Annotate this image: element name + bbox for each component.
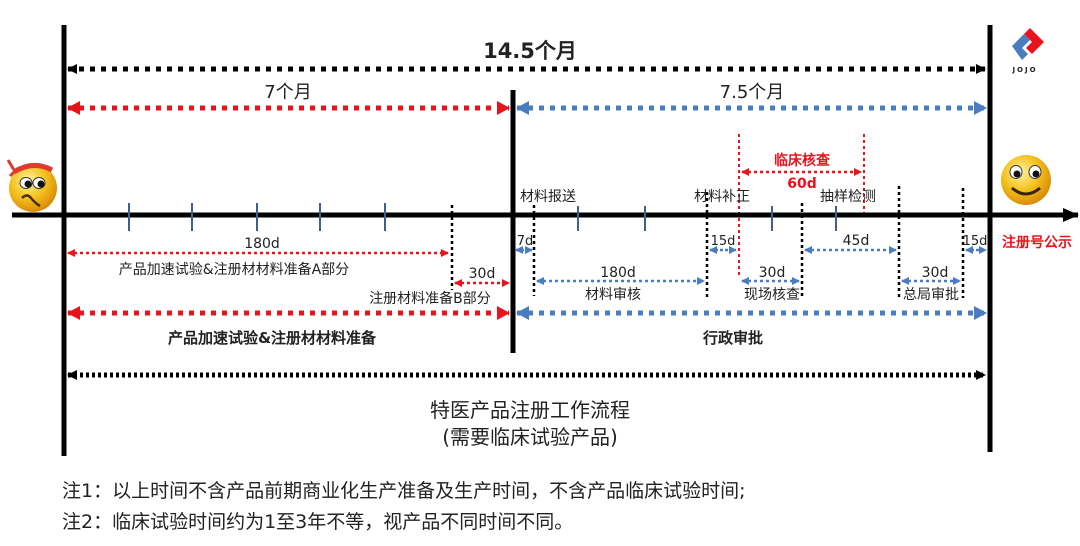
approval-label: 总局审批 bbox=[903, 287, 959, 303]
end-label: 注册号公示 bbox=[1002, 234, 1072, 251]
label-sampling-test: 抽样检测 bbox=[820, 189, 876, 205]
logo-text: JOJO bbox=[1011, 66, 1037, 74]
step-a-days: 180d bbox=[244, 236, 280, 252]
onsite-label: 现场核查 bbox=[744, 287, 800, 303]
footnote-1: 注1：以上时间不含产品前期商业化生产准备及生产时间，不含产品临床试验时间; bbox=[62, 480, 746, 502]
step-b-days: 30d bbox=[469, 266, 496, 282]
clinical-check-label: 临床核查 bbox=[774, 152, 831, 169]
step-b-label: 注册材料准备B部分 bbox=[369, 290, 491, 307]
review-days: 180d bbox=[600, 265, 636, 281]
diagram-subtitle: (需要临床试验产品) bbox=[442, 425, 618, 449]
phase1-label: 产品加速试验&注册材材料准备 bbox=[168, 329, 377, 347]
clinical-check-days: 60d bbox=[787, 176, 817, 192]
submit-gap-days: 7d bbox=[517, 234, 534, 249]
total-duration-label: 14.5个月 bbox=[483, 39, 577, 63]
footnote-2: 注2：临床试验时间约为1至3年不等，视产品不同时间不同。 bbox=[62, 511, 574, 533]
phase1-duration-label: 7个月 bbox=[264, 82, 311, 103]
publicity-gap-days: 15d bbox=[963, 234, 988, 249]
onsite-days: 30d bbox=[759, 265, 786, 281]
timeline-ticks bbox=[128, 203, 837, 231]
phase2-label: 行政审批 bbox=[702, 329, 763, 347]
worried-face-icon bbox=[6, 159, 57, 212]
label-supplement-materials: 材料补正 bbox=[694, 189, 750, 205]
approval-days: 30d bbox=[922, 265, 949, 281]
smiling-face-icon bbox=[1001, 155, 1051, 205]
step-a-label: 产品加速试验&注册材材料准备A部分 bbox=[119, 261, 350, 278]
diagram-title: 特医产品注册工作流程 bbox=[430, 398, 630, 422]
review-label: 材料审核 bbox=[585, 287, 641, 303]
phase2-duration-label: 7.5个月 bbox=[720, 82, 785, 103]
label-submit-materials: 材料报送 bbox=[520, 189, 576, 205]
step-separators bbox=[450, 186, 965, 298]
jojo-logo: JOJO bbox=[1011, 28, 1044, 74]
supplement-days: 15d bbox=[711, 234, 736, 249]
sampling-days: 45d bbox=[843, 233, 870, 249]
